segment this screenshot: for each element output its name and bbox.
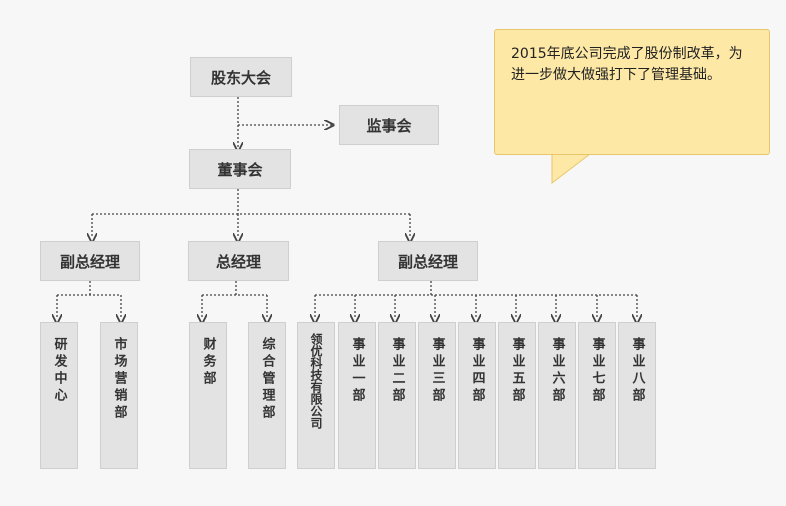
business-unit-7-box: 事业七部 — [578, 322, 616, 469]
business-unit-4-label: 事业四部 — [469, 337, 485, 405]
business-unit-6-label: 事业六部 — [549, 337, 565, 405]
finance-dept-box: 财务部 — [189, 322, 227, 469]
general-manager-label: 总经理 — [215, 252, 261, 271]
business-unit-8-label: 事业八部 — [629, 337, 645, 405]
business-unit-5-label: 事业五部 — [509, 337, 525, 405]
rd-center-box: 研发中心 — [40, 322, 78, 469]
deputy-gm-right-label: 副总经理 — [397, 252, 458, 271]
lingyou-company-label: 领优科技有限公司 — [309, 333, 323, 429]
business-unit-4-box: 事业四部 — [458, 322, 496, 469]
business-unit-5-box: 事业五部 — [498, 322, 536, 469]
lingyou-company-box: 领优科技有限公司 — [297, 322, 335, 469]
business-unit-1-box: 事业一部 — [338, 322, 376, 469]
supervisory-board-box: 监事会 — [339, 105, 439, 145]
shareholders-meeting-box: 股东大会 — [190, 57, 292, 97]
business-unit-6-box: 事业六部 — [538, 322, 576, 469]
shareholders-meeting-label: 股东大会 — [210, 68, 271, 87]
business-unit-2-box: 事业二部 — [378, 322, 416, 469]
marketing-dept-box: 市场营销部 — [100, 322, 138, 469]
board-of-directors-label: 董事会 — [217, 160, 263, 179]
marketing-dept-label: 市场营销部 — [111, 337, 127, 422]
business-unit-8-box: 事业八部 — [618, 322, 656, 469]
general-manager-box: 总经理 — [188, 241, 289, 281]
deputy-gm-left-box: 副总经理 — [40, 241, 140, 281]
supervisory-board-label: 监事会 — [366, 116, 412, 135]
general-mgmt-dept-box: 综合管理部 — [248, 322, 286, 469]
reform-note-callout: 2015年底公司完成了股份制改革，为进一步做大做强打下了管理基础。 — [494, 29, 770, 155]
rd-center-label: 研发中心 — [51, 337, 67, 405]
deputy-gm-right-box: 副总经理 — [378, 241, 478, 281]
deputy-gm-left-label: 副总经理 — [59, 252, 120, 271]
callout-tail — [551, 153, 591, 185]
business-unit-2-label: 事业二部 — [389, 337, 405, 405]
business-unit-3-label: 事业三部 — [429, 337, 445, 405]
business-unit-7-label: 事业七部 — [589, 337, 605, 405]
business-unit-1-label: 事业一部 — [349, 337, 365, 405]
finance-dept-label: 财务部 — [200, 337, 216, 388]
general-mgmt-dept-label: 综合管理部 — [259, 337, 275, 422]
board-of-directors-box: 董事会 — [189, 149, 291, 189]
reform-note-text: 2015年底公司完成了股份制改革，为进一步做大做强打下了管理基础。 — [511, 46, 743, 83]
business-unit-3-box: 事业三部 — [418, 322, 456, 469]
